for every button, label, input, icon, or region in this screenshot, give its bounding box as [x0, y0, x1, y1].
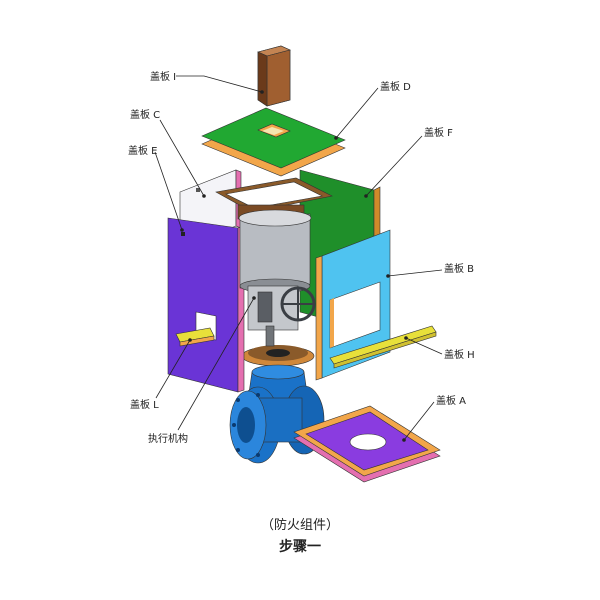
callout-cover-i: 盖板 I — [150, 70, 264, 94]
label-cover-h: 盖板 H — [444, 348, 475, 361]
label-cover-c: 盖板 C — [130, 108, 160, 121]
cover-a-plate — [293, 405, 441, 483]
label-actuator: 执行机构 — [148, 432, 188, 445]
label-cover-b: 盖板 B — [444, 262, 474, 275]
caption-subtitle: （防火组件） — [260, 518, 339, 533]
cover-h-rod — [329, 325, 437, 369]
actuator-assembly — [215, 177, 333, 347]
callout-cover-b: 盖板 B — [386, 262, 474, 278]
label-cover-d: 盖板 D — [380, 80, 411, 93]
callout-cover-h: 盖板 H — [404, 336, 475, 361]
caption-title: 步骤一 — [279, 539, 321, 555]
callout-cover-c: 盖板 C — [130, 108, 206, 198]
callout-cover-e: 盖板 E — [128, 144, 184, 232]
cover-l-rod — [175, 327, 215, 347]
label-cover-e: 盖板 E — [128, 144, 158, 157]
cover-i-block — [257, 45, 291, 107]
label-cover-l: 盖板 L — [130, 398, 159, 411]
label-cover-i: 盖板 I — [150, 70, 176, 83]
callout-cover-d: 盖板 D — [334, 80, 411, 140]
callout-cover-a: 盖板 A — [402, 394, 466, 442]
callout-cover-f: 盖板 F — [364, 126, 453, 198]
callout-actuator: 执行机构 — [148, 296, 256, 445]
cover-e-panel — [167, 217, 245, 393]
cover-b-panel — [315, 229, 391, 381]
label-cover-a: 盖板 A — [436, 394, 466, 407]
label-cover-f: 盖板 F — [424, 126, 453, 139]
cover-d-plate — [201, 107, 346, 177]
callout-cover-l: 盖板 L — [130, 338, 192, 411]
